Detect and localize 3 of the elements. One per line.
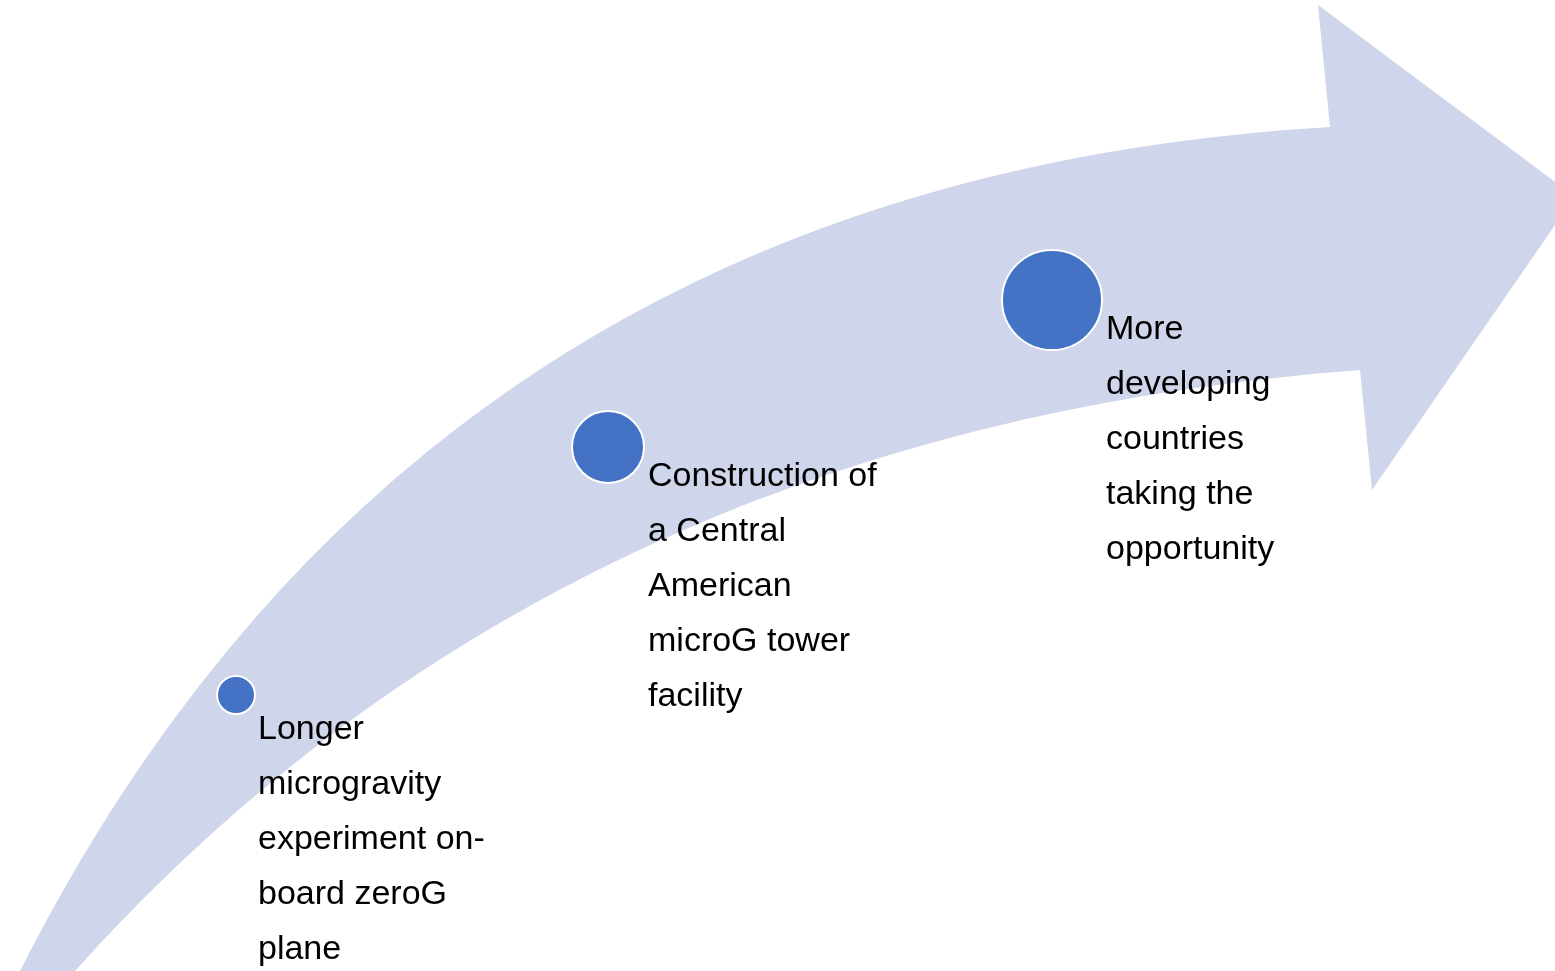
milestone-text: More developing countries taking the opportunity <box>1106 307 1276 568</box>
milestone-text: Construction of a Central American microG tower facility <box>648 454 878 715</box>
milestone-text: Longer microgravity experiment on-board zeroG plane <box>258 707 486 968</box>
